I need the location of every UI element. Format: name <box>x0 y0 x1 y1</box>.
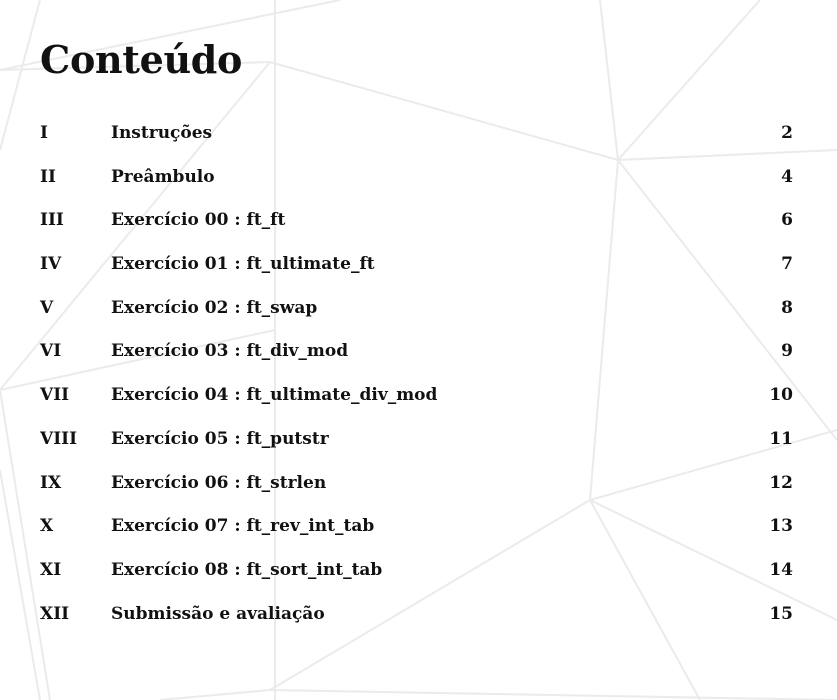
toc-entry-title: Exercício 08 : ft_sort_int_tab <box>111 559 383 580</box>
toc-entry-page: 11 <box>769 428 793 449</box>
toc-entry-title: Exercício 04 : ft_ultimate_div_mod <box>111 385 438 406</box>
toc-entry-number: XII <box>40 603 70 624</box>
toc-entry-page: 12 <box>769 472 793 493</box>
toc-entry-page: 8 <box>781 297 793 318</box>
toc-entry-title: Exercício 02 : ft_swap <box>111 297 318 318</box>
toc-entry-number: IX <box>40 472 62 493</box>
toc-entry-exercicio-06[interactable]: IX Exercício 06 : ft_strlen 12 <box>40 462 793 506</box>
toc-entry-exercicio-04[interactable]: VII Exercício 04 : ft_ultimate_div_mod 1… <box>40 374 793 418</box>
toc-entry-instrucoes[interactable]: I Instruções 2 <box>40 112 793 156</box>
toc-entry-number: IV <box>40 254 62 275</box>
toc-entry-title: Exercício 00 : ft_ft <box>111 210 286 231</box>
toc-entry-title: Preâmbulo <box>111 166 215 187</box>
toc-entry-title: Instruções <box>111 123 213 143</box>
page-title: Conteúdo <box>40 37 243 82</box>
toc-entry-number: VIII <box>40 428 78 449</box>
toc-entry-exercicio-02[interactable]: V Exercício 02 : ft_swap 8 <box>40 287 793 331</box>
toc-entry-page: 2 <box>781 123 793 143</box>
toc-entry-exercicio-01[interactable]: IV Exercício 01 : ft_ultimate_ft 7 <box>40 243 793 287</box>
toc-entry-title: Submissão e avaliação <box>111 603 325 624</box>
toc-entry-exercicio-03[interactable]: VI Exercício 03 : ft_div_mod 9 <box>40 330 793 374</box>
toc-entry-title: Exercício 06 : ft_strlen <box>111 472 327 493</box>
toc-entry-number: VII <box>40 385 70 406</box>
toc-entry-number: III <box>40 210 64 231</box>
toc-entry-number: V <box>40 297 54 318</box>
toc-entry-number: XI <box>40 559 62 580</box>
toc-entry-page: 6 <box>781 210 793 231</box>
toc-entry-page: 4 <box>781 166 793 187</box>
toc-entry-page: 14 <box>769 559 793 580</box>
toc-entry-page: 13 <box>769 516 793 537</box>
toc-entry-page: 7 <box>781 254 793 275</box>
toc-entry-submissao[interactable]: XII Submissão e avaliação 15 <box>40 593 793 637</box>
toc-entry-title: Exercício 07 : ft_rev_int_tab <box>111 516 375 537</box>
toc-entry-exercicio-05[interactable]: VIII Exercício 05 : ft_putstr 11 <box>40 418 793 462</box>
table-of-contents: I Instruções 2 II Preâmbulo 4 III Exercí… <box>40 112 793 636</box>
toc-entry-title: Exercício 01 : ft_ultimate_ft <box>111 254 375 275</box>
toc-entry-number: I <box>40 123 48 143</box>
toc-entry-number: X <box>40 516 54 537</box>
toc-entry-exercicio-08[interactable]: XI Exercício 08 : ft_sort_int_tab 14 <box>40 549 793 593</box>
toc-entry-exercicio-07[interactable]: X Exercício 07 : ft_rev_int_tab 13 <box>40 505 793 549</box>
toc-entry-page: 9 <box>781 341 793 362</box>
toc-entry-number: II <box>40 166 56 187</box>
toc-entry-number: VI <box>40 341 62 362</box>
toc-entry-title: Exercício 03 : ft_div_mod <box>111 341 349 362</box>
toc-entry-page: 15 <box>769 603 793 624</box>
toc-entry-page: 10 <box>769 385 793 406</box>
toc-entry-exercicio-00[interactable]: III Exercício 00 : ft_ft 6 <box>40 199 793 243</box>
toc-entry-preambulo[interactable]: II Preâmbulo 4 <box>40 156 793 200</box>
toc-entry-title: Exercício 05 : ft_putstr <box>111 428 329 449</box>
